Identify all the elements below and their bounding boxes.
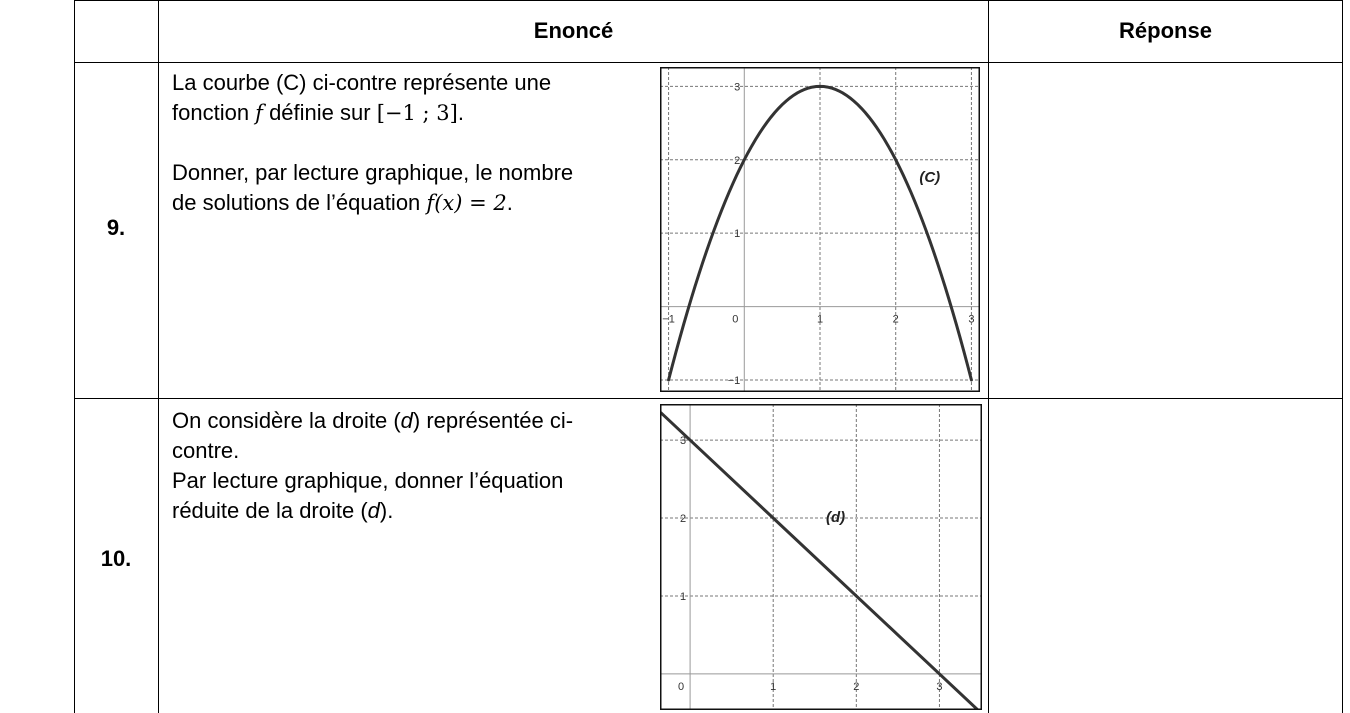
- question-10-text: On considère la droite (d) représentée c…: [172, 406, 720, 526]
- question-number-10: 10.: [100, 546, 132, 571]
- q10-line-1-d: d: [400, 408, 413, 433]
- q10-line-4-b: ).: [379, 498, 394, 523]
- x-tick-label: 1: [817, 314, 823, 326]
- table-row-divider: [74, 398, 1343, 399]
- y-tick-label: 2: [734, 155, 740, 167]
- q9-line-2-a: fonction: [172, 100, 256, 125]
- q10-line-1-a: On considère la droite (: [172, 408, 401, 433]
- x-tick-label: 1: [770, 681, 776, 693]
- q9-line-4: de solutions de l’équation f(x) = 2.: [172, 188, 720, 218]
- table-header-divider: [74, 62, 1343, 63]
- q9-line-3: Donner, par lecture graphique, le nombre: [172, 160, 574, 185]
- x-tick-label: 2: [853, 681, 859, 693]
- q10-line-3: Par lecture graphique, donner l’équation: [172, 468, 564, 493]
- q9-function-f: f: [255, 101, 263, 125]
- table-right-border: [1342, 0, 1343, 713]
- q10-line-4-d: d: [367, 498, 380, 523]
- header-enonce: Enoncé: [533, 18, 614, 43]
- table-top-border: [74, 0, 1343, 1]
- y-tick-label: 2: [680, 513, 686, 525]
- series-label: (d): [826, 509, 845, 526]
- question-number-9: 9.: [106, 215, 126, 240]
- q10-line-1-b: ) représentée ci-: [412, 408, 574, 433]
- graph-curve-c-svg: −1 0 1 2 3 −1 1 2 3 (C): [660, 67, 980, 392]
- x-tick-label: 0: [732, 314, 738, 326]
- q10-line-1: On considère la droite (d) représentée c…: [172, 406, 720, 436]
- table-left-border: [74, 0, 75, 713]
- series-line: [660, 411, 981, 710]
- q9-line-2-c: .: [457, 100, 464, 125]
- q9-equation: f(x) = 2: [426, 191, 507, 215]
- table-col-divider-1: [158, 0, 159, 713]
- y-tick-label: 3: [734, 81, 740, 93]
- x-tick-label: −1: [662, 314, 675, 326]
- q9-line-2-b: définie sur: [262, 100, 377, 125]
- exercise-table: Enoncé Réponse 9. La courbe (C) ci-contr…: [74, 0, 1344, 713]
- series-line: [667, 84, 973, 382]
- table-col-divider-2: [988, 0, 989, 713]
- q9-line-4-b: .: [506, 190, 513, 215]
- graph-frame: [660, 404, 982, 710]
- graph-curve-c: −1 0 1 2 3 −1 1 2 3 (C): [660, 67, 980, 392]
- x-tick-label: 3: [968, 314, 974, 326]
- x-tick-label: 0: [678, 681, 684, 693]
- graph-frame: [660, 67, 980, 392]
- y-tick-label: 1: [734, 228, 740, 240]
- q10-line-4-a: réduite de la droite (: [172, 498, 368, 523]
- graph-line-d-svg: 0 1 2 3 1 2 3 (d): [660, 404, 982, 710]
- y-tick-label: 3: [680, 435, 686, 447]
- q9-line-2: fonction f définie sur [−1 ; 3].: [172, 98, 720, 128]
- x-tick-label: 2: [893, 314, 899, 326]
- q9-line-1: La courbe (C) ci-contre représente une: [172, 70, 552, 95]
- q10-line-4: réduite de la droite (d).: [172, 496, 720, 526]
- q9-line-4-a: de solutions de l’équation: [172, 190, 427, 215]
- q10-line-2: contre.: [172, 438, 240, 463]
- y-tick-label: 1: [680, 591, 686, 603]
- series-label: (C): [919, 169, 940, 186]
- y-tick-label: −1: [728, 375, 741, 387]
- x-tick-label: 3: [936, 681, 942, 693]
- question-9-text: La courbe (C) ci-contre représente une f…: [172, 68, 720, 218]
- graph-line-d: 0 1 2 3 1 2 3 (d): [660, 404, 982, 710]
- q9-interval: [−1 ; 3]: [376, 101, 458, 125]
- header-reponse: Réponse: [1119, 18, 1212, 43]
